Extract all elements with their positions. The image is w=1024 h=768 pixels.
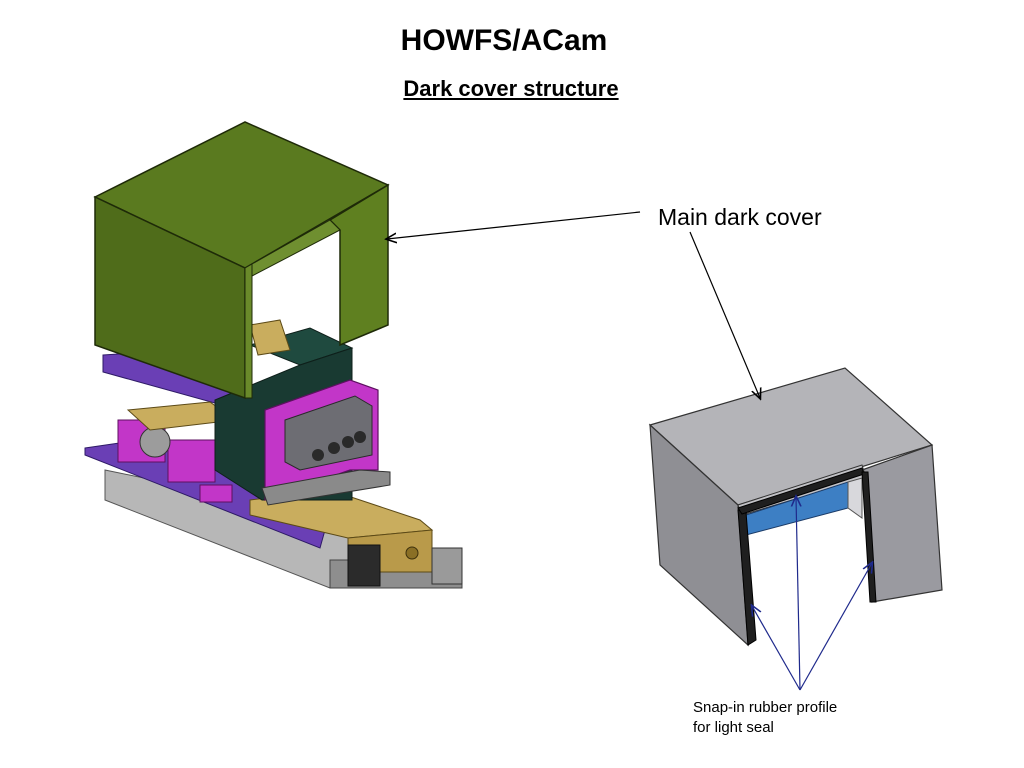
arrow-to-green-cover — [387, 211, 641, 239]
slide-subtitle: Dark cover structure — [403, 76, 619, 101]
rubber-profile-label-line1: Snap-in rubber profile — [693, 699, 838, 716]
camera-body — [284, 395, 373, 471]
rubber-profile-label: Snap-in rubber profile for light seal — [693, 698, 893, 738]
main-dark-cover-label: Main dark cover — [658, 204, 822, 230]
camera-connectors — [312, 431, 366, 461]
stage-motor — [347, 544, 381, 587]
slide-title: HOWFS/ACam — [400, 24, 608, 57]
brass-stage-knob — [405, 546, 419, 560]
magenta-mount-center — [167, 439, 216, 483]
camera-base-plate — [261, 469, 391, 506]
green-cover-front-left — [244, 263, 253, 399]
lens-barrel — [139, 426, 171, 458]
end-bracket — [431, 547, 463, 585]
brass-upper-fitting — [249, 319, 291, 356]
magenta-block-small — [199, 484, 233, 503]
green-cover-opening-lip — [251, 219, 341, 277]
gray-cover-inner-wall — [847, 477, 863, 519]
arrow-to-gray-cover — [689, 231, 760, 398]
standalone-gray-cover — [648, 367, 943, 647]
seal-arrows — [752, 497, 872, 691]
rubber-profile-label-line2: for light seal — [693, 719, 774, 736]
assembled-instrument — [84, 121, 463, 589]
